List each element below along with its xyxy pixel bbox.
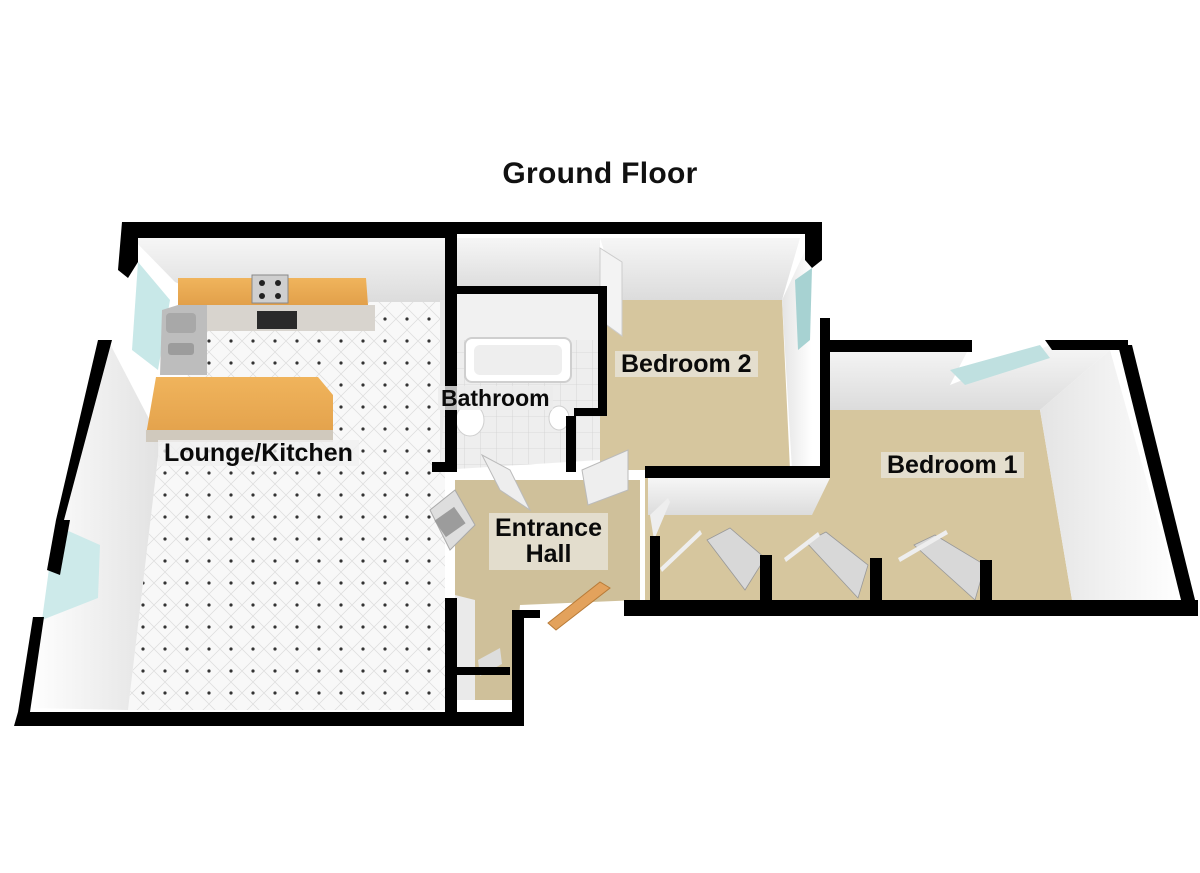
room-bathroom [440,238,600,470]
room-label-entrance-hall: Entrance Hall [489,513,608,570]
room-bedroom-2 [599,238,812,470]
walls [14,222,1198,726]
room-label-bathroom: Bathroom [438,386,553,410]
room-label-lounge-kitchen: Lounge/Kitchen [158,440,359,466]
room-label-bedroom-1: Bedroom 1 [881,452,1024,478]
floor-title: Ground Floor [502,157,698,190]
room-lounge-kitchen [28,238,455,710]
room-entrance-hall [429,449,670,700]
room-label-bedroom-2: Bedroom 2 [615,351,758,377]
